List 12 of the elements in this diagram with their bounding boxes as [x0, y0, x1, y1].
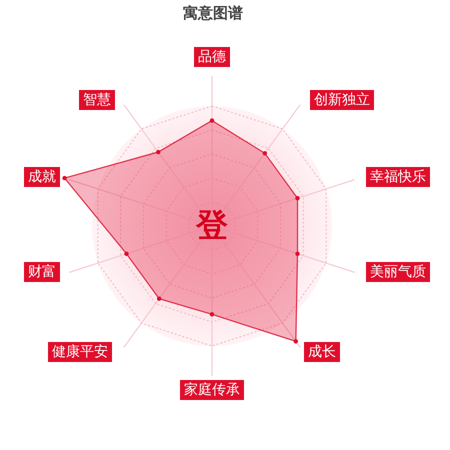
category-label: 成长 — [304, 342, 340, 362]
category-label: 家庭传承 — [180, 380, 244, 400]
category-label: 幸福快乐 — [366, 167, 430, 187]
chart-title: 寓意图谱 — [182, 4, 244, 23]
category-label: 智慧 — [79, 90, 115, 110]
category-label: 品德 — [194, 47, 230, 67]
category-label: 美丽气质 — [366, 262, 430, 282]
category-label: 成就 — [24, 167, 60, 187]
category-label: 财富 — [24, 262, 60, 282]
name-character: 登 — [196, 205, 228, 246]
category-label: 创新独立 — [310, 90, 374, 110]
category-label: 健康平安 — [48, 342, 112, 362]
